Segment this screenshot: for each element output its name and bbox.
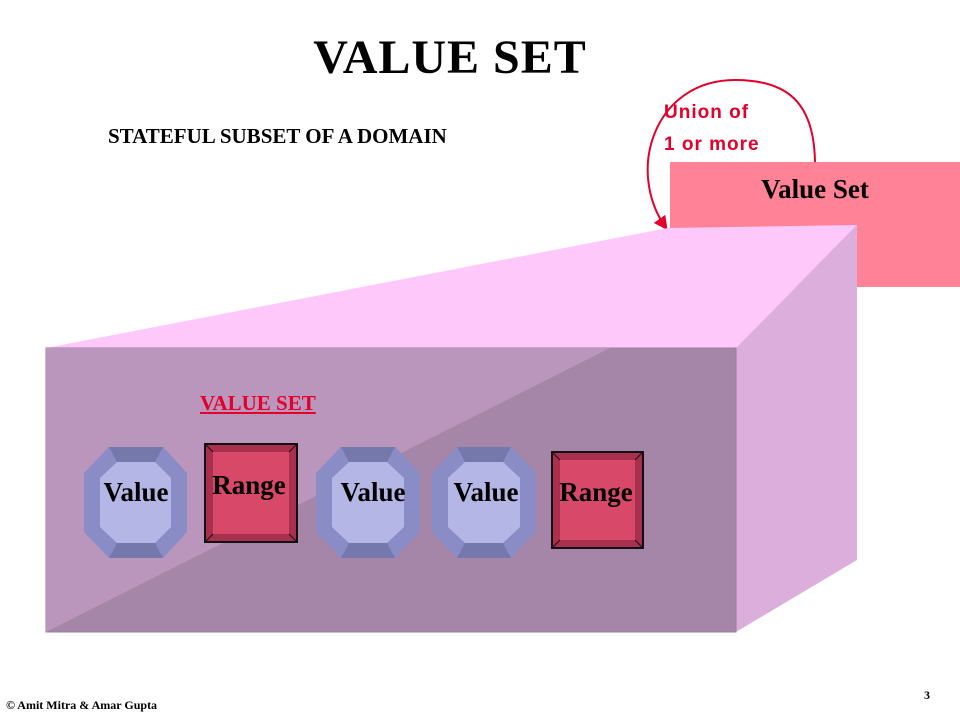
- page-title: VALUE SET: [313, 31, 587, 84]
- item-label-range: Range: [212, 470, 286, 500]
- range-gem: [204, 443, 298, 543]
- value-gem: [84, 447, 187, 558]
- union-note-line-1: Union of: [664, 102, 750, 123]
- value-gem: [432, 447, 536, 558]
- prism-top-face: [46, 225, 857, 348]
- page-number: 3: [924, 688, 930, 702]
- inner-value-set-label: VALUE SET: [200, 391, 316, 415]
- value-gem: [316, 447, 420, 558]
- item-label-value: Value: [340, 477, 406, 507]
- item-label-value: Value: [103, 477, 169, 507]
- union-loop-arrow: [646, 78, 816, 231]
- range-gem: [551, 451, 644, 549]
- value-set-box-label: Value Set: [761, 174, 869, 204]
- union-note-line-2: 1 or more: [664, 134, 760, 155]
- footer-copyright: © Amit Mitra & Amar Gupta: [6, 698, 158, 712]
- item-label-value: Value: [453, 477, 519, 507]
- item-label-range: Range: [559, 477, 633, 507]
- prism-side-face: [736, 225, 857, 632]
- subtitle: STATEFUL SUBSET OF A DOMAIN: [108, 124, 447, 148]
